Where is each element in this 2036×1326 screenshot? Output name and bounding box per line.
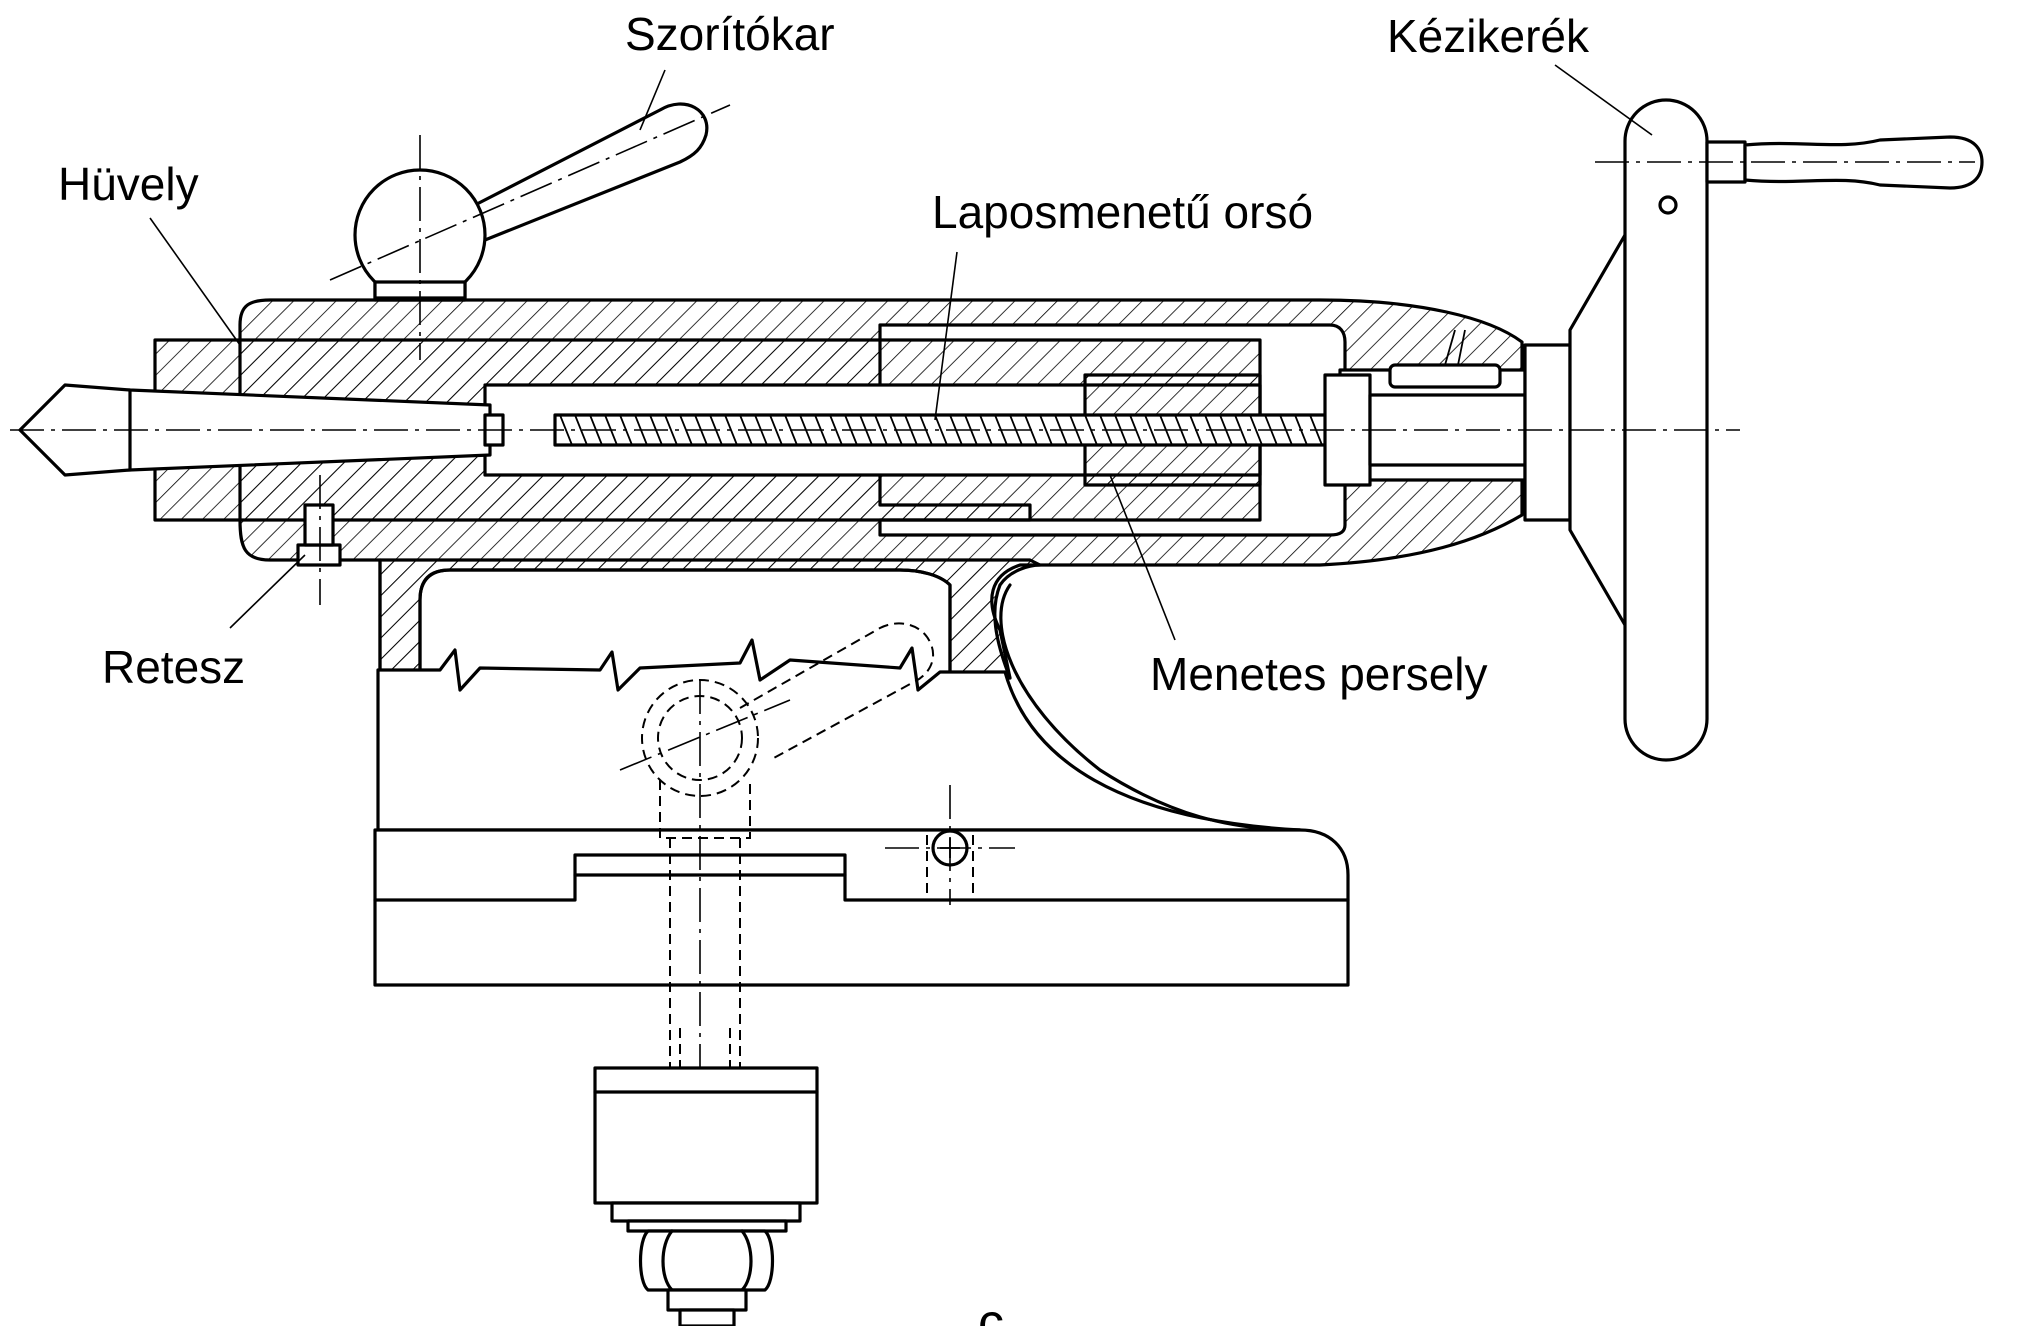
label-retesz: Retesz [102, 641, 245, 693]
clamp-lever [329, 102, 731, 302]
base-locating-pin [885, 785, 1015, 905]
body-web [378, 558, 1042, 680]
label-kezikerek: Kézikerék [1387, 10, 1590, 62]
clamp-bolt-assembly [593, 622, 935, 1326]
base-casting [376, 583, 1302, 832]
label-huvely: Hüvely [58, 158, 199, 210]
leader-lines [149, 64, 1653, 641]
key-retesz [296, 503, 342, 567]
figure-mark: c [978, 1294, 1004, 1326]
centerlines [10, 135, 1975, 605]
label-menetes-persely: Menetes persely [1150, 648, 1488, 700]
base-plate [373, 828, 1350, 987]
label-laposmenetu-orso: Laposmenetű orsó [932, 186, 1313, 238]
label-szoritokar: Szorítókar [625, 8, 835, 60]
